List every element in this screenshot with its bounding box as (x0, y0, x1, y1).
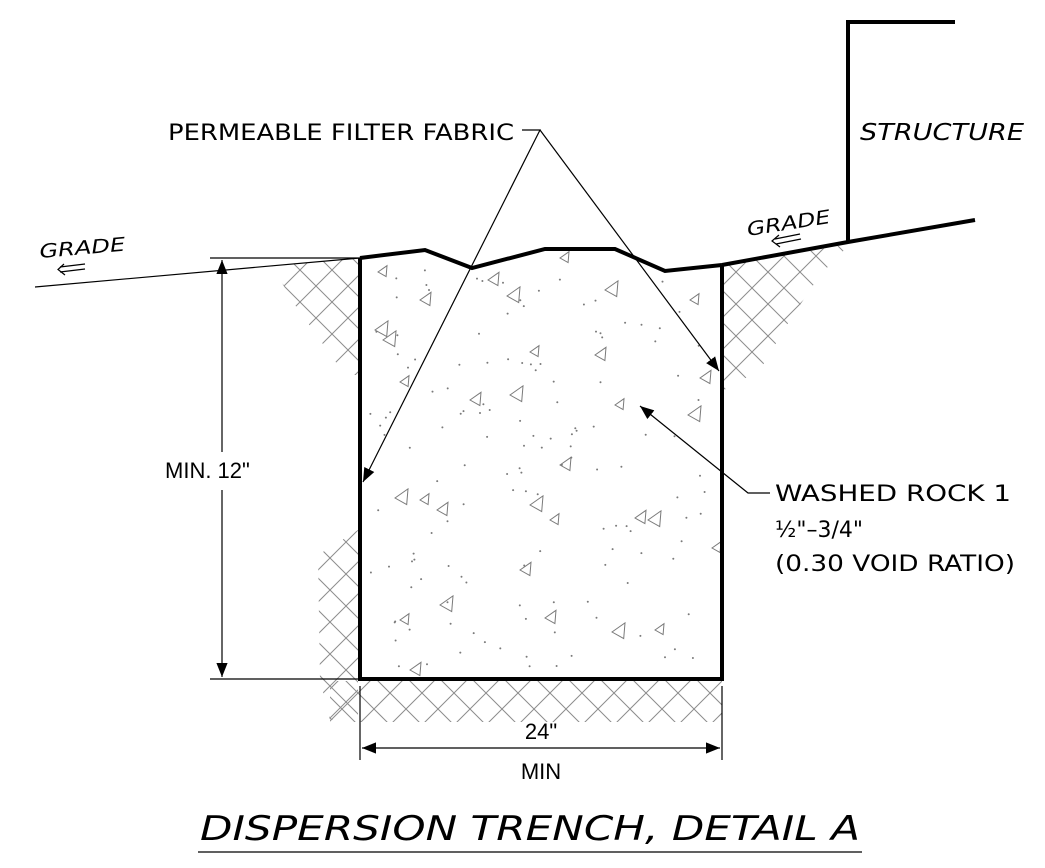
fabric-leader-left (362, 129, 541, 483)
grade-label-left: GRADE (39, 234, 127, 263)
rock-label-line1: WASHED ROCK 1 (775, 482, 1011, 507)
grade-line-left (34, 257, 361, 288)
rock-leader (639, 405, 770, 494)
drawing-title: DISPERSION TRENCH, DETAIL A (200, 809, 860, 849)
washed-rock-fill (374, 250, 722, 677)
grade-arrow-left (57, 263, 86, 276)
soil-hatch-bottom (330, 681, 722, 722)
structure-label: STRUCTURE (860, 120, 1025, 146)
structure-outline (846, 20, 955, 242)
fabric-leader-right (539, 129, 720, 372)
trench-outline (358, 258, 724, 681)
width-value-label: 24" (525, 719, 557, 744)
rock-label-line3: (0.30 VOID RATIO) (775, 552, 1015, 577)
grade-arrow-right (771, 233, 802, 248)
trench-top-cap (359, 247, 723, 274)
depth-label: MIN. 12" (165, 458, 250, 483)
soil-hatch-right (724, 244, 850, 390)
width-note-label: MIN (521, 759, 561, 784)
soil-hatch-left-upper (272, 258, 358, 375)
washed-rock-dots (369, 269, 706, 668)
soil-hatch-left-lower (318, 530, 358, 720)
rock-label-line2: ½"–3/4" (775, 518, 863, 543)
fabric-label: PERMEABLE FILTER FABRIC (168, 121, 514, 146)
